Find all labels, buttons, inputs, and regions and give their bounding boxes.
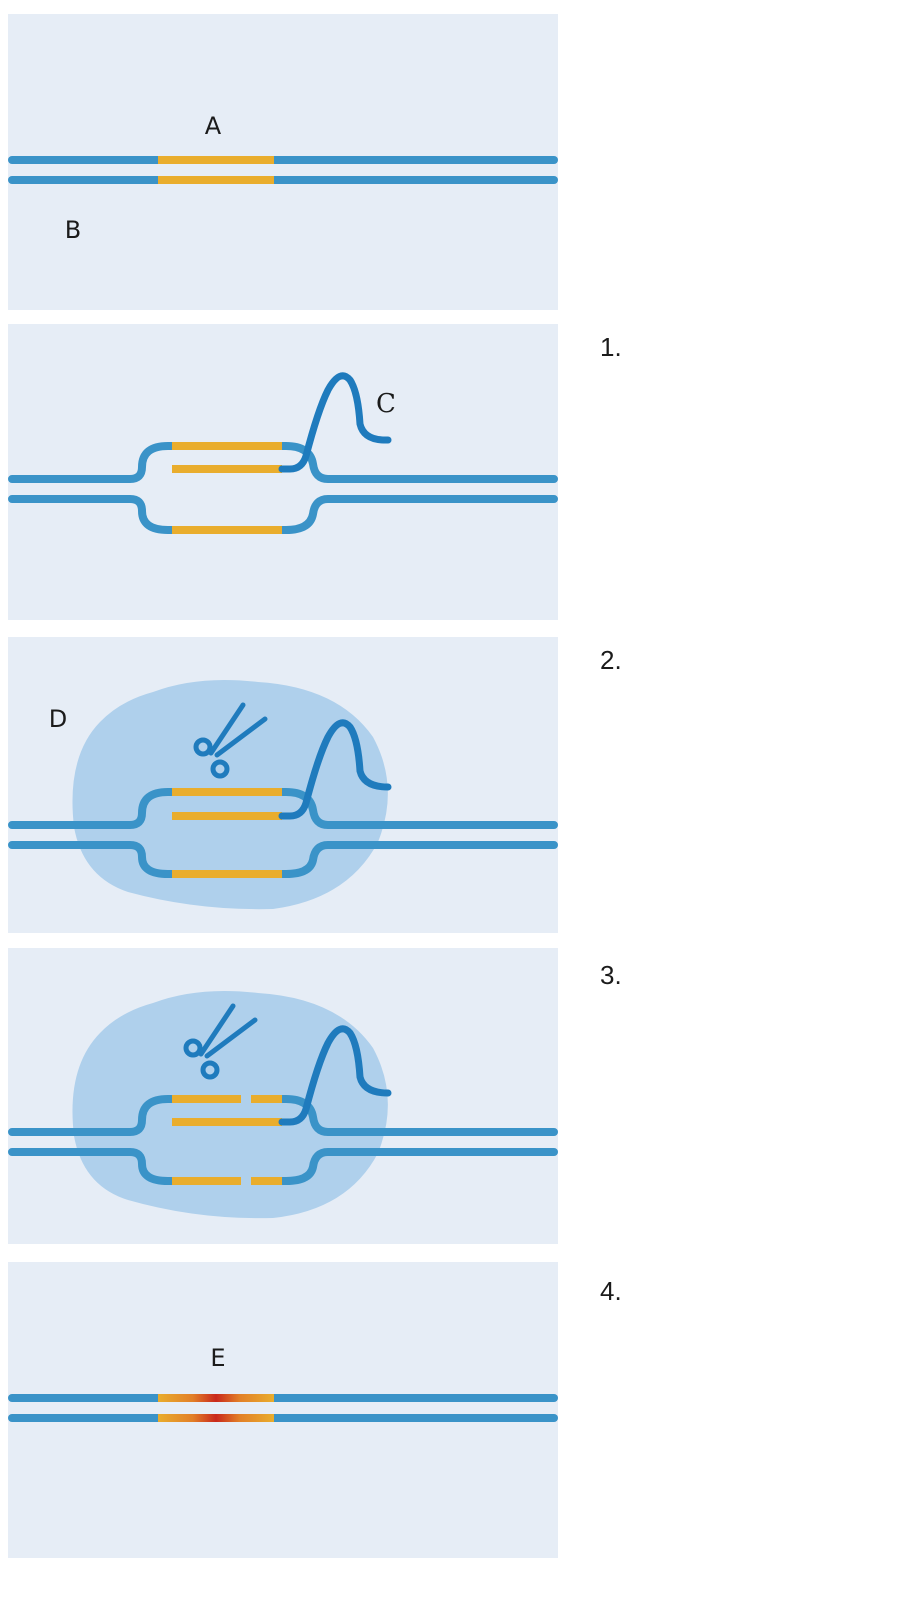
label-a: A	[205, 112, 222, 140]
label-b: B	[65, 216, 81, 244]
step-number-3: 3.	[600, 960, 622, 990]
scissors-icon	[183, 1003, 258, 1080]
step-number-4: 4.	[600, 1276, 622, 1306]
dna-strand-bottom	[8, 495, 558, 534]
diagram-guide-binding: C	[8, 372, 558, 534]
diagram-intact-dna: A B	[8, 112, 558, 244]
enzyme-blob	[72, 990, 388, 1219]
label-d: D	[49, 705, 67, 733]
label-e: E	[210, 1344, 225, 1372]
repaired-segment-bottom	[158, 1414, 274, 1422]
guide-rna	[278, 719, 392, 820]
cut-gap-top	[241, 1094, 251, 1104]
diagram-enzyme-binding: D	[8, 679, 558, 910]
step-number-2: 2.	[600, 645, 622, 675]
panel-enzyme-binding: D	[8, 637, 558, 933]
dna-strand-top	[8, 442, 558, 483]
guide-rna	[278, 1025, 392, 1126]
guide-rna	[278, 372, 392, 473]
scissors-icon	[193, 702, 268, 779]
panel-intact-dna: A B	[8, 14, 558, 310]
step-number-1: 1.	[600, 332, 622, 362]
panel-repaired-dna: E	[8, 1262, 558, 1558]
panel-guide-binding: C	[8, 324, 558, 620]
diagram-dna-cut	[8, 990, 558, 1219]
cut-gap-bottom	[241, 1176, 251, 1186]
panel-dna-cut	[8, 948, 558, 1244]
label-c: C	[376, 389, 396, 419]
diagram-repaired-dna: E	[8, 1344, 558, 1422]
repaired-segment-top	[158, 1394, 274, 1402]
